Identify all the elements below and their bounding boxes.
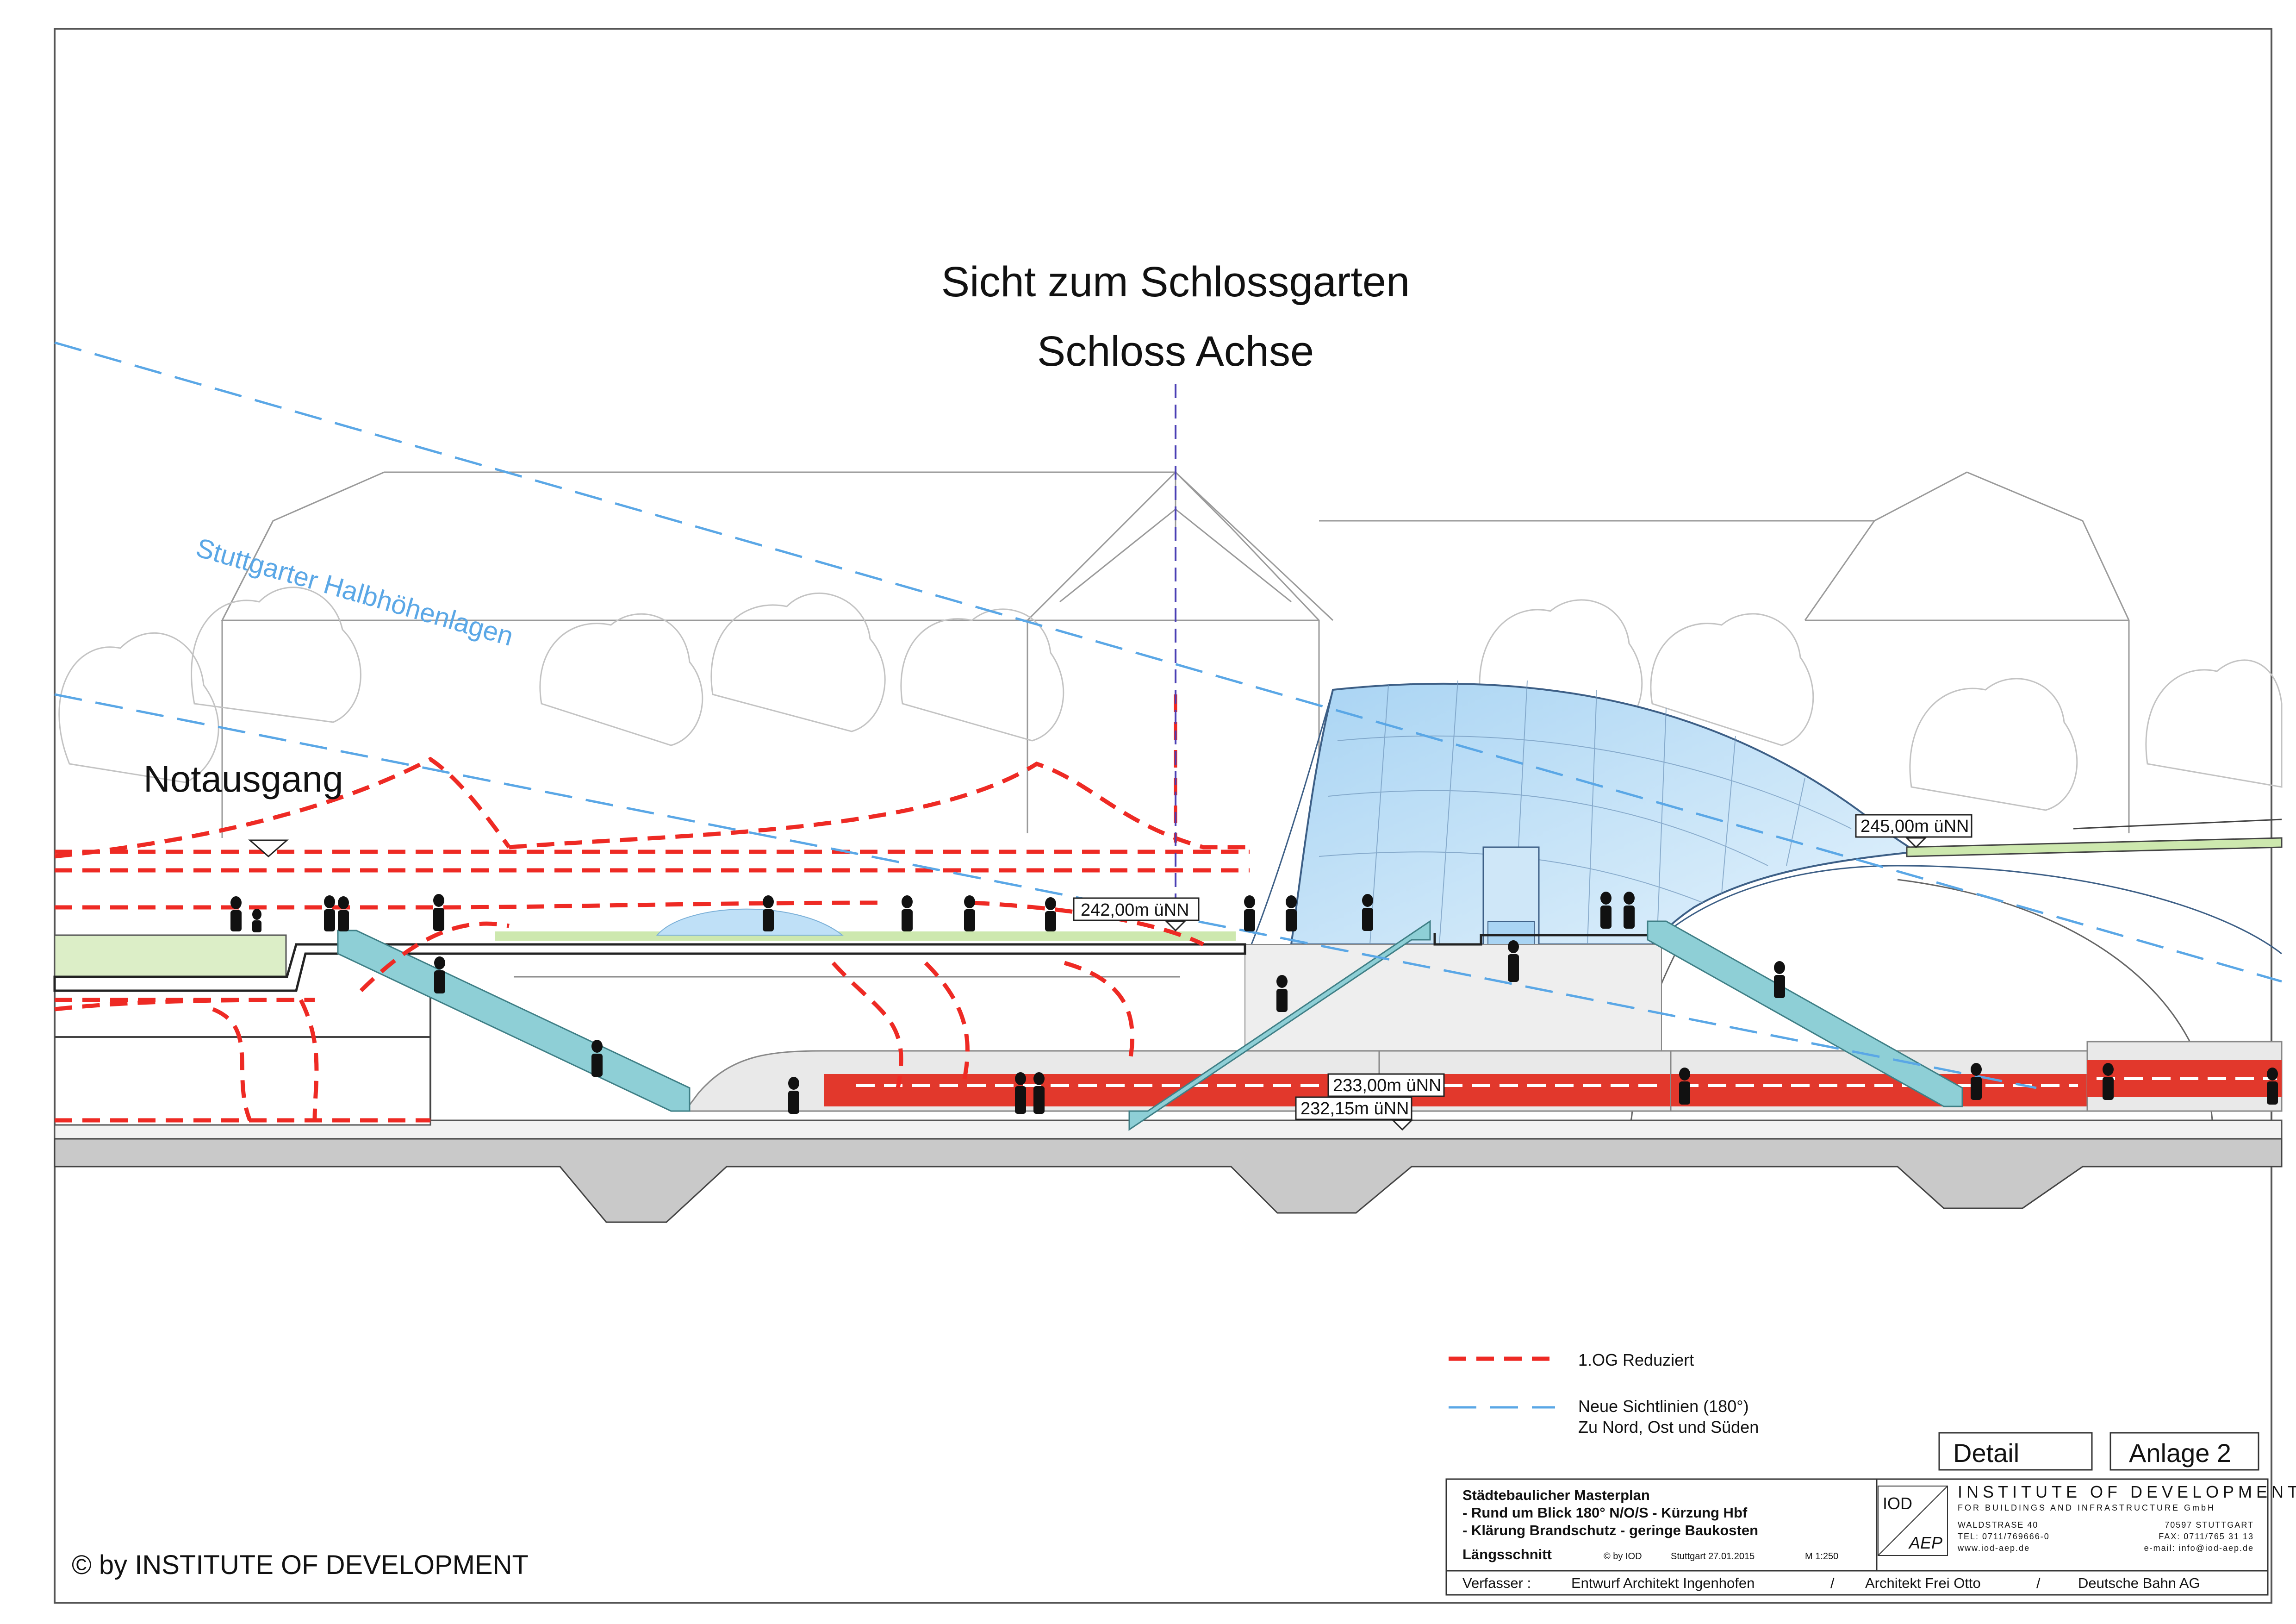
- train: [684, 1041, 2283, 1112]
- legend: 1.OG Reduziert Neue Sichtlinien (180°) Z…: [1449, 1350, 1759, 1437]
- promenade-deck: [53, 818, 2283, 992]
- background-buildings: [221, 471, 2130, 838]
- level-label-roof: 245,00m üNN: [1855, 814, 1972, 849]
- tb-scale: M 1:250: [1805, 1551, 1838, 1562]
- anlage-label: Anlage 2: [2129, 1438, 2231, 1468]
- level-label-promenade: 242,00m üNN: [1073, 897, 1200, 932]
- tb-address2: 70597 STUTTGART: [2165, 1520, 2254, 1530]
- level-232: 232,15m üNN: [1300, 1099, 1409, 1118]
- tb-subtitle: FOR BUILDINGS AND INFRASTRUCTURE GmbH: [1958, 1503, 2215, 1512]
- sheet-border: [54, 28, 2272, 1604]
- detail-box: [1938, 1432, 2093, 1471]
- title-block: Städtebaulicher Masterplan - Rund um Bli…: [1445, 1478, 2296, 1596]
- tb-line1: - Rund um Blick 180° N/O/S - Kürzung Hbf: [1462, 1505, 1748, 1521]
- tb-email: e-mail: info@iod-aep.de: [2144, 1543, 2254, 1553]
- title-line-2: Schloss Achse: [1037, 328, 1314, 375]
- legend-blue-text-1: Neue Sichtlinien (180°): [1578, 1397, 1749, 1416]
- level-245: 245,00m üNN: [1860, 817, 1969, 836]
- level-242: 242,00m üNN: [1081, 900, 1189, 920]
- legend-red-text: 1.OG Reduziert: [1578, 1350, 1694, 1369]
- tb-institute: INSTITUTE OF DEVELOPMENT: [1958, 1482, 2296, 1501]
- detail-label: Detail: [1953, 1438, 2019, 1468]
- tb-project: Städtebaulicher Masterplan: [1462, 1487, 1650, 1503]
- iod-aep-logo: IOD AEP: [1878, 1486, 1948, 1556]
- hall-wall: [1244, 944, 1662, 1056]
- legend-blue-text-2: Zu Nord, Ost und Süden: [1578, 1418, 1759, 1437]
- level-233: 233,00m üNN: [1333, 1076, 1441, 1095]
- level-label-platform-upper: 233,00m üNN: [1327, 1073, 1445, 1097]
- tb-drawing: Längsschnitt: [1462, 1546, 1552, 1562]
- tb-verfasser-3: Deutsche Bahn AG: [2078, 1575, 2200, 1591]
- halbhoehenlagen-label: Stuttgarter Halbhöhenlagen: [193, 532, 516, 652]
- tb-tel: TEL: 0711/769666-0: [1958, 1532, 2050, 1541]
- level-label-platform-lower: 232,15m üNN: [1295, 1096, 1413, 1131]
- logo-iod: IOD: [1883, 1494, 1912, 1513]
- notausgang-label: Notausgang: [143, 758, 343, 800]
- title-line-1: Sicht zum Schlossgarten: [941, 258, 1410, 306]
- tb-line2: - Klärung Brandschutz - geringe Baukoste…: [1462, 1522, 1758, 1538]
- notausgang-marker: [248, 839, 289, 857]
- platform: [54, 1119, 2283, 1223]
- people-silhouettes: [230, 892, 2278, 1114]
- tb-by: © by IOD: [1604, 1551, 1642, 1562]
- tb-date: Stuttgart 27.01.2015: [1671, 1551, 1755, 1562]
- red-dashed-lines: [54, 694, 1250, 1123]
- anlage-box: [2109, 1432, 2259, 1471]
- blue-sight-lines: [54, 341, 2282, 1089]
- tb-sep-2: /: [2036, 1575, 2041, 1591]
- tb-sep-1: /: [1830, 1575, 1835, 1591]
- background-trees: [58, 587, 2283, 811]
- logo-aep: AEP: [1908, 1533, 1942, 1552]
- tb-fax: FAX: 0711/765 31 13: [2159, 1532, 2254, 1541]
- tb-verfasser-1: Entwurf Architekt Ingenhofen: [1571, 1575, 1755, 1591]
- lower-walls: [55, 976, 1180, 1120]
- tb-verfasser-2: Architekt Frei Otto: [1865, 1575, 1981, 1591]
- tb-verfasser-label: Verfasser :: [1462, 1575, 1531, 1591]
- tb-web: www.iod-aep.de: [1957, 1543, 2030, 1553]
- copyright-notice: © by INSTITUTE OF DEVELOPMENT: [72, 1550, 529, 1580]
- tb-address1: WALDSTRASE 40: [1958, 1520, 2038, 1530]
